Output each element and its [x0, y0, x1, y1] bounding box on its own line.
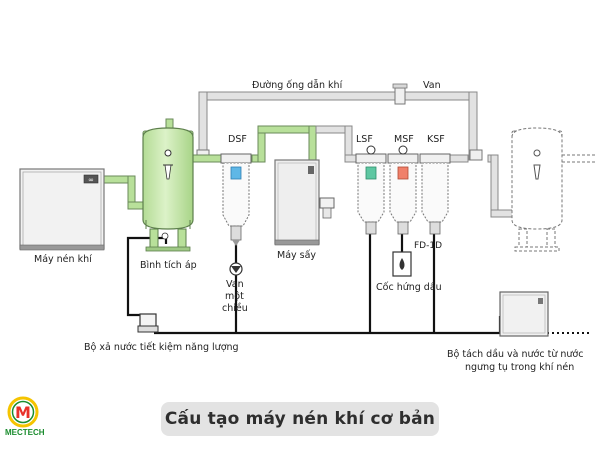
- compressor-badge: ∞: [88, 176, 94, 184]
- drain-saver: [137, 313, 159, 333]
- label-dsf: DSF: [228, 134, 247, 145]
- label-fd1d: FD-1D: [414, 241, 442, 251]
- air-compressor: ∞: [19, 168, 105, 251]
- oil-water-separator: [499, 291, 549, 337]
- receiver-tank-secondary-gauge: [533, 149, 541, 180]
- label-valve: Van: [423, 80, 441, 91]
- label-compressor: Máy nén khí: [34, 254, 92, 265]
- check-valve[interactable]: [229, 262, 243, 276]
- label-separator-2: ngưng tụ trong khí nén: [465, 362, 574, 373]
- receiver-tank: [142, 127, 194, 252]
- label-oil-cup: Cốc hứng dầu: [376, 282, 442, 293]
- outlet-dashed-pipe: [562, 154, 596, 163]
- air-dryer: [274, 159, 320, 246]
- gray-pipes: [315, 125, 514, 218]
- filter-msf: [387, 145, 419, 235]
- mectech-logo: M: [7, 396, 39, 428]
- label-check-valve-2: một: [225, 291, 244, 302]
- label-receiver-tank: Bình tích áp: [140, 260, 197, 271]
- main-title: Cấu tạo máy nén khí cơ bản: [164, 409, 436, 429]
- label-check-valve-1: Van: [226, 279, 244, 290]
- valve-overhead[interactable]: [392, 83, 408, 105]
- label-drain-saver: Bộ xả nước tiết kiệm năng lượng: [84, 342, 239, 353]
- label-check-valve-3: chiều: [222, 303, 248, 314]
- filter-ksf: [419, 153, 451, 235]
- receiver-tank-secondary: [511, 127, 563, 252]
- logo-text: MECTECH: [5, 428, 45, 437]
- label-ksf: KSF: [427, 134, 445, 145]
- label-separator-1: Bộ tách dầu và nước từ nước: [447, 349, 583, 360]
- dryer-valve[interactable]: [319, 197, 335, 219]
- label-msf: MSF: [394, 134, 414, 145]
- label-dryer: Máy sấy: [277, 250, 316, 261]
- oil-cup: [392, 251, 412, 277]
- filter-lsf: [355, 145, 387, 235]
- logo-letter: M: [15, 403, 31, 422]
- valve-right[interactable]: [469, 149, 483, 161]
- main-title-box: Cấu tạo máy nén khí cơ bản: [161, 402, 439, 436]
- label-lsf: LSF: [356, 134, 373, 145]
- label-air-pipeline: Đường ống dẫn khí: [252, 80, 343, 91]
- filter-dsf: [220, 153, 252, 246]
